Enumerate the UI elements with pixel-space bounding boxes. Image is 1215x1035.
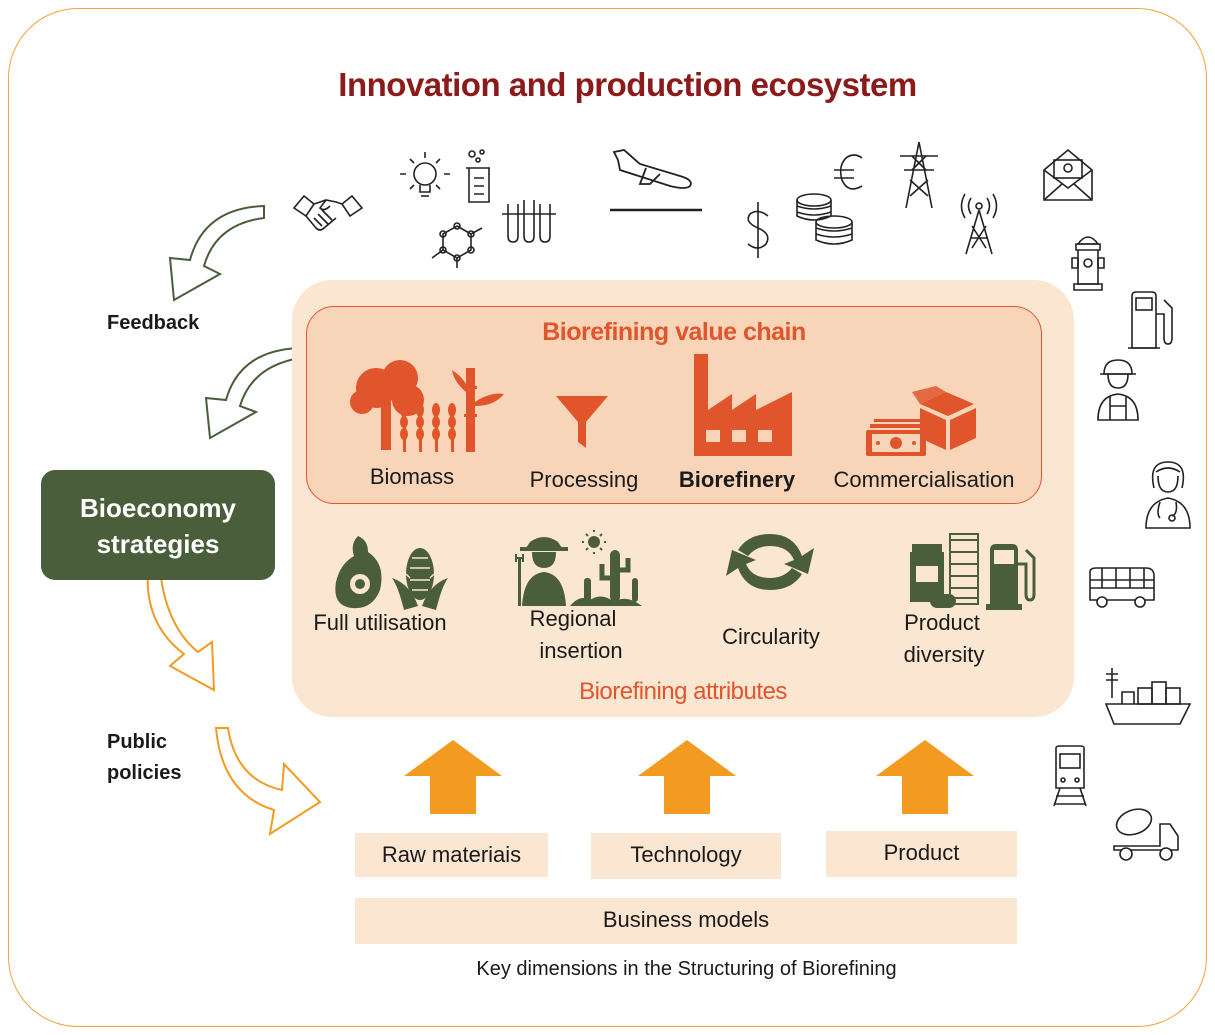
power-tower-icon <box>896 140 942 210</box>
radio-tower-icon <box>954 193 1004 256</box>
stage-biorefinery: Biorefinery <box>678 467 796 492</box>
beaker-icon <box>462 148 496 206</box>
biorefinery-factory-icon <box>690 352 794 458</box>
airplane-landing-icon <box>610 146 704 216</box>
strategies-line1: Bioeconomy <box>79 493 237 523</box>
train-icon <box>1052 744 1088 810</box>
business-models-box: Business models <box>355 898 1017 944</box>
attributes-title: Biorefining attributes <box>579 678 787 705</box>
attribute-product-line2: diversity <box>903 642 985 667</box>
raw-materials-up-arrow <box>404 740 502 814</box>
feedback-label: Feedback <box>107 312 200 334</box>
attribute-regional-line2: insertion <box>539 638 623 663</box>
strategies-line2: strategies <box>96 529 220 559</box>
feedback-arrow-upper <box>140 200 280 306</box>
avocado-corn-icon <box>334 534 452 612</box>
cargo-ship-icon <box>1104 668 1192 726</box>
value-chain-title: Biorefining value chain <box>542 318 806 346</box>
lightbulb-icon <box>398 150 452 206</box>
handshake-icon <box>292 190 364 238</box>
cement-truck-icon <box>1112 806 1180 862</box>
euro-icon <box>832 150 868 196</box>
processing-funnel-icon <box>556 396 608 450</box>
feedback-arrow-lower <box>176 340 306 440</box>
bus-icon <box>1088 566 1156 610</box>
policy-arrow-upper <box>140 566 222 696</box>
commercialisation-icon <box>864 386 978 460</box>
molecule-icon <box>428 220 486 272</box>
technology-up-arrow <box>638 740 736 814</box>
fire-hydrant-icon <box>1068 228 1108 294</box>
farmer-cactus-icon <box>515 528 642 606</box>
stage-biomass: Biomass <box>369 464 455 489</box>
fuel-pump-icon <box>1128 290 1176 350</box>
attribute-product-line1: Product <box>904 610 980 635</box>
policy-arrow-lower <box>210 724 334 840</box>
dimension-technology: Technology <box>591 833 781 879</box>
ecosystem-frame <box>8 8 1207 1027</box>
attribute-full-utilisation: Full utilisation <box>313 610 447 635</box>
dimension-product: Product <box>826 831 1017 877</box>
stage-processing: Processing <box>529 467 639 492</box>
page-title: Innovation and production ecosystem <box>338 66 917 103</box>
email-icon <box>1042 146 1094 202</box>
construction-worker-icon <box>1094 356 1142 422</box>
bioeconomy-strategies-box: Bioeconomy strategies <box>41 470 275 580</box>
dollar-icon <box>744 200 772 260</box>
nurse-icon <box>1142 458 1194 530</box>
value-chain-box <box>306 306 1042 504</box>
circularity-icon <box>722 530 818 594</box>
public-policies-label: Public policies <box>107 727 181 789</box>
stage-commercialisation: Commercialisation <box>833 467 1015 492</box>
attribute-circularity: Circularity <box>722 624 820 649</box>
attribute-regional-line1: Regional <box>529 606 617 631</box>
product-up-arrow <box>876 740 974 814</box>
coins-icon <box>794 192 856 250</box>
policies-line1: Public <box>107 731 168 753</box>
figure-caption: Key dimensions in the Structuring of Bio… <box>476 958 897 980</box>
dimension-raw-materials: Raw materiais <box>355 833 548 877</box>
biomass-icon <box>348 358 504 454</box>
policies-line2: policies <box>107 762 182 784</box>
test-tubes-icon <box>500 196 558 248</box>
product-diversity-icon <box>906 530 1038 610</box>
